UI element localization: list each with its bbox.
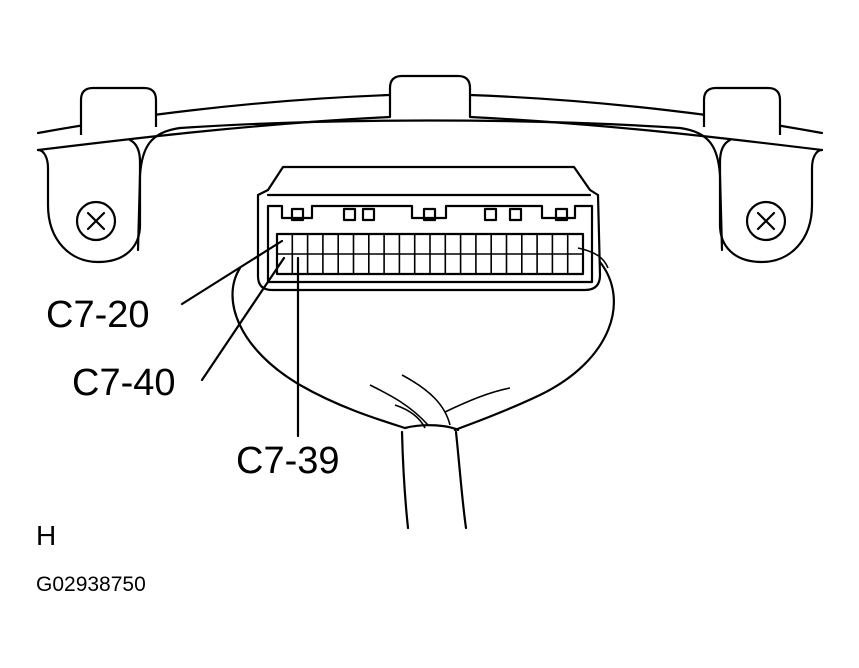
leader-c7-40 xyxy=(200,256,286,382)
leader-right-end xyxy=(577,247,609,269)
callout-c7-20: C7-20 xyxy=(46,294,150,336)
figure-code: G02938750 xyxy=(36,573,146,596)
connector-pin-grid xyxy=(275,232,585,276)
callout-c7-39: C7-39 xyxy=(236,440,340,482)
housing-body xyxy=(136,126,182,252)
housing-top-rim xyxy=(36,93,824,152)
wire-harness xyxy=(231,260,615,530)
right-mounting-ear xyxy=(718,138,824,264)
right-upper-tab xyxy=(702,86,782,135)
leader-c7-20 xyxy=(180,239,284,306)
left-upper-tab xyxy=(79,86,158,135)
connector-lock-tabs xyxy=(290,207,569,222)
view-letter: H xyxy=(36,520,57,551)
center-tab xyxy=(388,74,472,117)
left-mounting-ear xyxy=(36,138,142,264)
leader-lines xyxy=(180,239,609,438)
callout-c7-40: C7-40 xyxy=(72,362,176,404)
